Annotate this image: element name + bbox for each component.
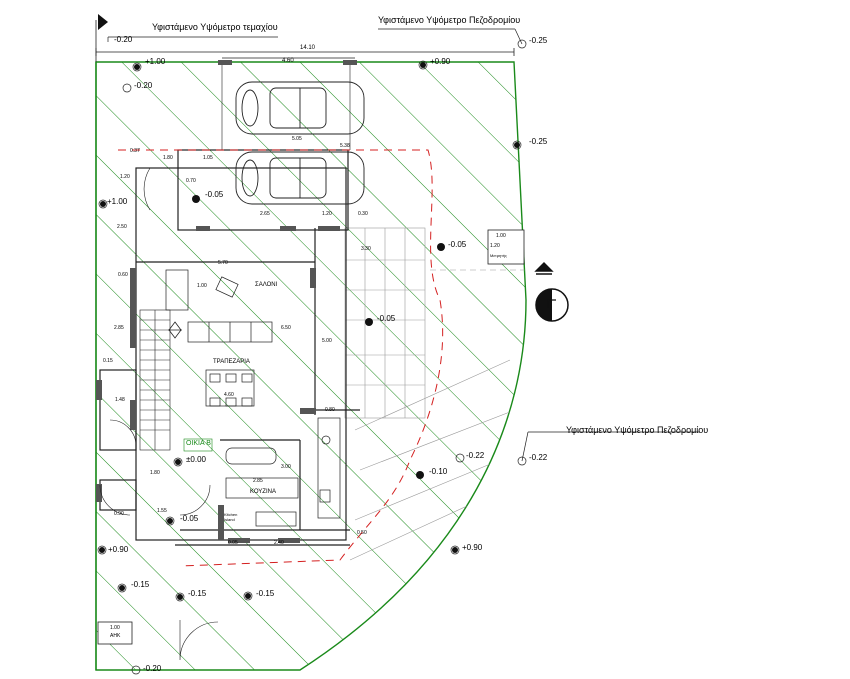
dim-650: 6.50 [281,325,291,331]
plot-level-title: Υφιστάμενο Υψόμετρο τεμαχίου [152,22,278,32]
staircase [139,309,171,451]
wall-segments [96,226,340,543]
level-plus-100-a: +1.00 [145,57,166,66]
dim-240: 2.40 [274,540,284,546]
dim-100: 1.00 [197,283,207,289]
meter-label: Μετρητής [490,253,507,258]
level-bottom-left: -0.20 [143,664,162,673]
dim-005: 0.05 [228,540,238,546]
dim-050: 0.50 [357,530,367,536]
level-minus-005-d: -0.05 [180,514,199,523]
room-saloni: ΣΑΛΟΝΙ [255,282,278,288]
sidewalk-level-right-label: Υφιστάμενο Υψόμετρο Πεζοδρομίου [566,425,709,435]
level-minus-015-c: -0.15 [256,589,275,598]
kitchen-note: Kitchen Island [224,512,238,522]
dim-060: 0.60 [118,272,128,278]
room-trapezaria: ΤΡΑΠΕΖΑΡΙΑ [213,359,250,365]
level-minus-005-b: -0.05 [448,240,467,249]
dim-120b: 1.20 [322,211,332,217]
tank-box [97,621,133,645]
level-plus-100-b: +1.00 [107,197,128,206]
dim-285: 2.85 [114,325,124,331]
dim-015: 0.15 [103,358,113,364]
section-arrow-icon [534,262,554,275]
level-plus-090-right: +0.90 [462,543,483,552]
dim-090: 0.90 [114,511,124,517]
level-minus-020-inside: -0.20 [134,81,153,90]
dim-100c: 1.00 [110,625,120,631]
dim-285b: 2.85 [253,478,263,484]
house-tag: ΟΙΚΙΑ Β [186,440,211,447]
level-minus-005-a: -0.05 [205,190,224,199]
sidewalk-level-top-label: Υφιστάμενο Υψόμετρο Πεζοδρομίου [378,15,521,25]
level-top-right: -0.25 [529,36,548,45]
level-right-lower: -0.22 [529,453,548,462]
living-furniture [165,269,341,527]
leader-lines [107,28,700,462]
paving-grid [344,227,526,601]
dim-330: 3.30 [361,246,371,252]
dim-155: 1.55 [157,508,167,514]
level-right-upper: -0.25 [529,137,548,146]
dim-100b: 1.00 [496,233,506,239]
parking-width-dim: 4.60 [282,58,294,64]
dim-180b: 1.80 [150,470,160,476]
room-kouzina: ΚΟΥΖΙΝΑ [250,489,276,495]
dim-120a: 1.20 [120,174,130,180]
north-flag-icon [98,14,108,30]
dim-570: 5.70 [218,260,228,266]
compass-icon [535,288,569,322]
dim-250: 2.50 [117,224,127,230]
level-dots [99,62,520,600]
car-parked-bottom [235,151,365,205]
level-minus-015-a: -0.15 [131,580,150,589]
level-plus-090-left: +0.90 [108,545,129,554]
dim-037: 0.37 [130,148,140,154]
overall-width-dim: 14.10 [300,45,316,51]
level-markers [97,39,527,675]
plant-icon [168,321,182,339]
level-zero: ±0.00 [186,455,206,464]
meter-box [487,229,525,265]
dim-148: 1.48 [115,397,125,403]
dim-030: 0.30 [358,211,368,217]
house-tag-box [183,438,213,452]
level-minus-005-c: -0.05 [377,314,396,323]
dim-105: 1.05 [203,155,213,161]
level-minus-022: -0.22 [466,451,485,460]
setback-line [118,149,444,567]
level-plus-090-top: +0.90 [430,57,451,66]
level-minus-010: -0.10 [429,467,448,476]
dim-080: 0.80 [325,407,335,413]
dim-460: 4.60 [224,392,234,398]
tank-label: ΑΗΚ [110,633,121,639]
dim-120c: 1.20 [490,243,500,249]
level-top-left: -0.20 [114,35,133,44]
dim-070: 0.70 [186,178,196,184]
dim-500: 5.00 [322,338,332,344]
dim-300: 3.00 [281,464,291,470]
dim-265: 2.65 [260,211,270,217]
dim-538: 5.38 [340,143,350,149]
plot-area [95,61,527,671]
level-minus-015-b: -0.15 [188,589,207,598]
car-parked-top [235,81,365,135]
door-swings [99,167,219,661]
dim-180: 1.80 [163,155,173,161]
dim-car-span: 5.05 [292,136,302,142]
